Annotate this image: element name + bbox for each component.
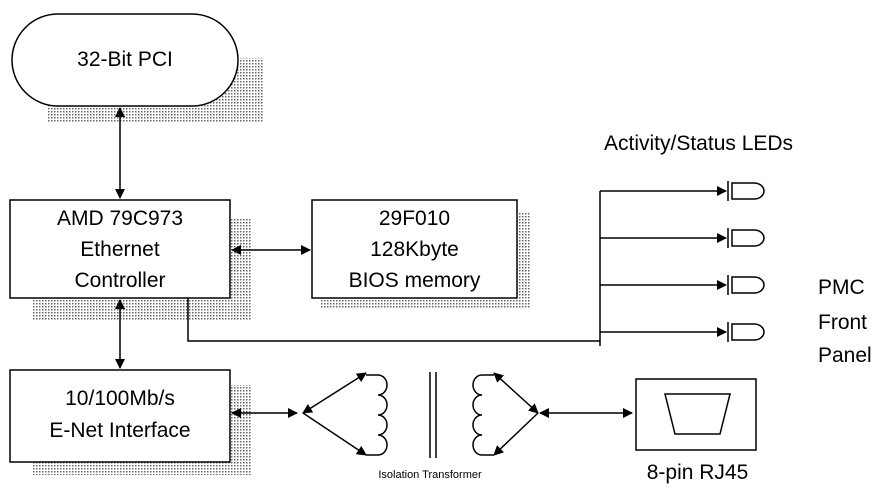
pci-bus-shape (11, 13, 239, 107)
bios-line-1: 29F010 (378, 207, 451, 230)
led-icon-1 (727, 181, 765, 201)
rj45-label: 8-pin RJ45 (646, 461, 749, 484)
enet-line-1: 10/100Mb/s (65, 387, 175, 410)
controller-line-1: AMD 79C973 (56, 207, 184, 230)
pci-label: 32-Bit PCI (77, 48, 173, 71)
controller-line-3: Controller (74, 269, 166, 292)
isolation-transformer-icon (366, 372, 494, 458)
controller-box (9, 199, 231, 299)
rj45-connector-icon (664, 393, 731, 435)
led-icon-2 (727, 228, 765, 248)
bios-box (311, 199, 518, 299)
front-panel-line-3: Panel (818, 344, 872, 367)
enet-box (9, 369, 231, 463)
led-icon-3 (727, 275, 765, 295)
front-panel-line-1: PMC (818, 276, 865, 299)
controller-line-2: Ethernet (80, 238, 160, 261)
bios-line-3: BIOS memory (348, 269, 481, 292)
enet-line-2: E-Net Interface (49, 419, 191, 442)
transformer-right-diamond (493, 372, 539, 456)
front-panel-line-2: Front (818, 311, 868, 334)
transformer-label: Isolation Transformer (378, 469, 482, 481)
transformer-left-diamond (302, 372, 367, 456)
bios-line-2: 128Kbyte (370, 238, 459, 261)
leds-title: Activity/Status LEDs (604, 132, 794, 155)
led-bus-line (187, 298, 600, 342)
led-icon-4 (727, 322, 765, 342)
